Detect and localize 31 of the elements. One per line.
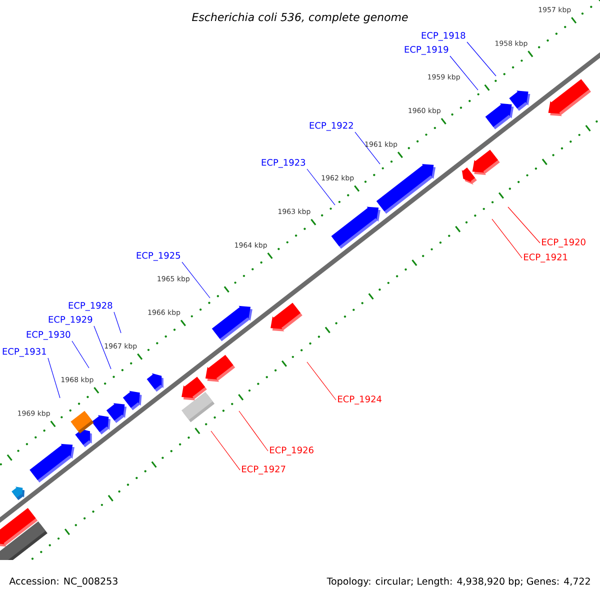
gene-label: ECP_1927 bbox=[242, 466, 286, 474]
gene-label: ECP_1923 bbox=[262, 159, 306, 168]
footer-text: Accession: NC_008253 bbox=[9, 577, 118, 587]
footer-text: Topology: circular; Length: 4,938,920 bp; Genes: 4,722 bbox=[326, 577, 590, 587]
leader-line bbox=[466, 42, 496, 76]
leader-line bbox=[94, 326, 112, 370]
gene-label: ECP_1922 bbox=[310, 122, 353, 131]
leader-line bbox=[238, 410, 268, 452]
gene-label: ECP_1928 bbox=[68, 302, 112, 311]
leader-line bbox=[508, 206, 540, 244]
leader-line bbox=[492, 218, 522, 258]
gene-label: ECP_1919 bbox=[404, 46, 448, 55]
gene-label: ECP_1925 bbox=[136, 252, 180, 261]
gene-label: ECP_1931 bbox=[2, 348, 46, 357]
gene-label: ECP_1930 bbox=[26, 331, 70, 340]
gene-label: ECP_1929 bbox=[48, 316, 92, 325]
leader-line bbox=[114, 312, 122, 334]
leader-line bbox=[306, 168, 336, 206]
leader-line bbox=[354, 132, 380, 164]
leader-line bbox=[306, 362, 336, 400]
leader-line bbox=[48, 358, 60, 398]
gene-label: ECP_1920 bbox=[542, 238, 586, 248]
leader-line bbox=[210, 430, 240, 470]
leader-line bbox=[182, 262, 210, 298]
gene-label: ECP_1926 bbox=[270, 446, 314, 456]
leader-line bbox=[450, 56, 478, 90]
gene-label: ECP_1921 bbox=[524, 254, 568, 262]
leader-line bbox=[72, 340, 90, 368]
gene-label: ECP_1924 bbox=[338, 396, 382, 404]
title: Escherichia coli 536, complete genome bbox=[192, 12, 408, 24]
gene-label: ECP_1918 bbox=[422, 32, 466, 41]
